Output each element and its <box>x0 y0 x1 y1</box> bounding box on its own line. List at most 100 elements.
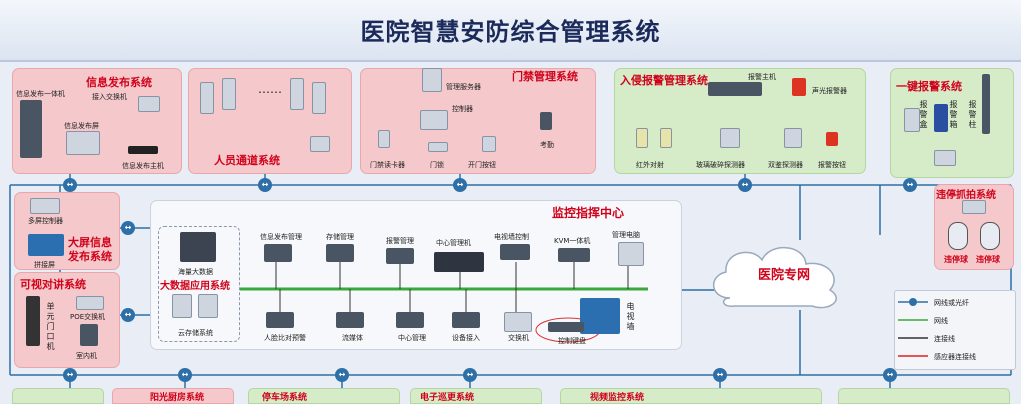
controller-icon <box>310 136 330 152</box>
siren-icon <box>792 78 806 96</box>
info-screen-label: 信息发布屏 <box>64 122 99 130</box>
ir-icon <box>636 128 648 148</box>
door-station-label: 单元门口机 <box>46 302 55 351</box>
stream-label: 流媒体 <box>342 334 363 342</box>
intrusion-title: 入侵报警管理系统 <box>620 74 708 87</box>
intercom-title: 可视对讲系统 <box>20 278 86 291</box>
card-reader-icon <box>378 130 390 148</box>
attendance-icon <box>540 112 552 130</box>
gate-icon <box>200 82 214 114</box>
button-icon <box>482 136 496 152</box>
alarm-host-label: 报警主机 <box>748 73 776 81</box>
info-mgmt-label: 信息发布管理 <box>260 233 302 241</box>
alarm-cabinet-label: 报警箱 <box>949 100 958 129</box>
indoor-label: 室内机 <box>76 352 97 360</box>
glass-label: 玻璃破碎探测器 <box>696 161 745 169</box>
legend-label-2: 网线 <box>934 317 948 325</box>
ptz-camera-icon <box>980 222 1000 250</box>
storage-mgmt-icon <box>326 244 354 262</box>
alarm-host-icon <box>708 82 762 96</box>
kvm-label: KVM一体机 <box>554 237 591 245</box>
gate-icon <box>222 78 236 110</box>
host-icon <box>128 146 158 154</box>
alarm-button-icon <box>826 132 838 146</box>
center-mgmt-icon <box>396 312 424 328</box>
face-label: 人脸比对预警 <box>264 334 306 342</box>
page-title: 医院智慧安防综合管理系统 <box>360 18 661 46</box>
network-node-icon: ↔ <box>738 178 752 192</box>
network-node-icon: ↔ <box>63 178 77 192</box>
monitor-title: 监控指挥中心 <box>552 206 625 220</box>
access-dev-label: 设备接入 <box>452 334 480 342</box>
violation-switch-icon <box>962 200 986 214</box>
info-host-label: 信息发布主机 <box>122 162 164 170</box>
dual-detector-icon <box>784 128 802 148</box>
lock-label: 门锁 <box>430 161 444 169</box>
keyboard-icon <box>548 322 584 332</box>
network-node-icon: ↔ <box>903 178 917 192</box>
network-node-icon: ↔ <box>453 178 467 192</box>
bottom-panel <box>838 388 1010 404</box>
indoor-unit-icon <box>80 324 98 346</box>
pc-label: 管理电脑 <box>612 231 640 239</box>
ir-icon <box>660 128 672 148</box>
multi-controller-icon <box>30 198 60 214</box>
kiosk-icon <box>20 100 42 158</box>
mgmt-server-label: 管理服务器 <box>446 83 481 91</box>
server-icon <box>422 68 442 92</box>
bigdata-title: 大数据应用系统 <box>160 281 230 292</box>
info-mgmt-icon <box>264 244 292 262</box>
tv-control-icon <box>500 244 530 260</box>
glass-detector-icon <box>720 128 740 148</box>
storage-mgmt-label: 存储管理 <box>326 233 354 241</box>
alarm-box-icon <box>904 108 920 132</box>
bigscreen-title-2: 发布系统 <box>68 250 112 263</box>
keyboard-label: 控制键盘 <box>558 337 586 345</box>
onekey-title: 一键报警系统 <box>896 80 962 93</box>
alarm-mgmt-icon <box>386 248 414 264</box>
alarm-mgmt-label: 报警管理 <box>386 237 414 245</box>
storage-icon <box>172 294 192 318</box>
personnel-title: 人员通道系统 <box>214 154 280 167</box>
network-label: 医院专网 <box>758 268 811 283</box>
network-node-icon: ↔ <box>121 308 135 322</box>
network-node-icon: ↔ <box>883 368 897 382</box>
ellipsis: …… <box>258 82 282 96</box>
ir-label: 红外对射 <box>636 161 664 169</box>
center-host-icon <box>434 252 484 272</box>
access-panel <box>360 68 596 174</box>
network-node-icon: ↔ <box>335 368 349 382</box>
attendance-label: 考勤 <box>540 141 554 149</box>
network-node-icon: ↔ <box>63 368 77 382</box>
switch-label: 接入交换机 <box>92 93 127 101</box>
info-release-title: 信息发布系统 <box>86 76 152 89</box>
legend-label-1: 网线或光纤 <box>934 299 969 307</box>
switch-icon <box>138 96 160 112</box>
access-dev-icon <box>452 312 480 328</box>
legend-label-4: 感应器连接线 <box>934 353 976 361</box>
cloud-icon <box>713 246 837 309</box>
tv-wall-icon <box>580 298 620 334</box>
switch-label: 交换机 <box>508 334 529 342</box>
alarm-box-label: 报警盒 <box>919 100 928 129</box>
tv-control-label: 电视墙控制 <box>494 233 529 241</box>
network-node-icon: ↔ <box>713 368 727 382</box>
video-wall-icon <box>28 234 64 256</box>
title-bar <box>0 0 1021 62</box>
pc-icon <box>618 242 644 266</box>
alarm-pillar-icon <box>982 74 990 134</box>
onekey-switch-icon <box>934 150 956 166</box>
access-controller-icon <box>420 110 448 130</box>
ptz-label-1: 违停球 <box>944 255 968 264</box>
switch-icon <box>504 312 532 332</box>
dual-label: 双鉴探测器 <box>768 161 803 169</box>
controller-label: 控制器 <box>452 105 473 113</box>
network-node-icon: ↔ <box>178 368 192 382</box>
ptz-label-2: 违停球 <box>976 255 1000 264</box>
card-reader-label: 门禁读卡器 <box>370 161 405 169</box>
bigscreen-title-1: 大屏信息 <box>68 236 112 249</box>
multi-controller-label: 多屏控制器 <box>28 217 63 225</box>
bottom-panel <box>12 388 104 404</box>
